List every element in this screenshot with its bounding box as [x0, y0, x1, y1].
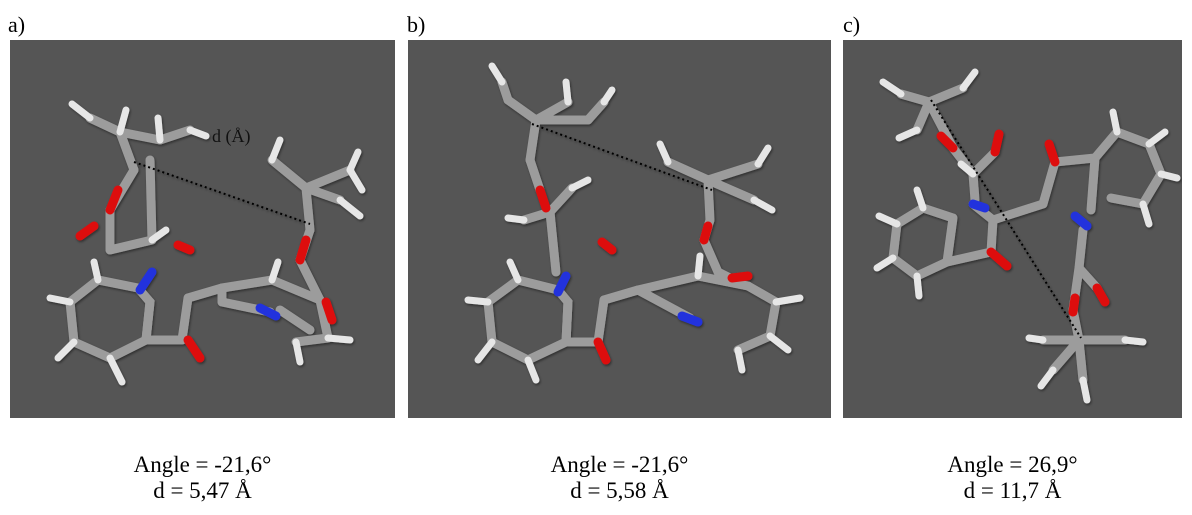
angle-text: Angle = -21,6° — [550, 452, 689, 477]
angle-text: Angle = 26,9° — [947, 452, 1078, 477]
caption: Angle = 26,9° d = 11,7 Å — [843, 452, 1182, 504]
distance-text: d = 11,7 Å — [963, 478, 1062, 503]
caption: Angle = -21,6° d = 5,58 Å — [408, 452, 831, 504]
distance-text: d = 5,47 Å — [153, 478, 252, 503]
panel-letter: b) — [407, 12, 426, 37]
distance-label: d (Å) — [212, 126, 251, 147]
molecule-structure: d (Å) — [46, 100, 366, 386]
caption: Angle = -21,6° d = 5,47 Å — [10, 452, 395, 504]
molecule-view: d (Å) — [10, 40, 395, 418]
molecule-view — [408, 40, 831, 418]
molecule-view — [843, 40, 1182, 418]
molecule-structure — [464, 62, 804, 384]
distance-text: d = 5,58 Å — [570, 478, 669, 503]
panel-letter: a) — [8, 12, 26, 37]
angle-text: Angle = -21,6° — [133, 452, 272, 477]
panel-letter: c) — [843, 12, 861, 37]
molecule-structure — [873, 68, 1181, 404]
